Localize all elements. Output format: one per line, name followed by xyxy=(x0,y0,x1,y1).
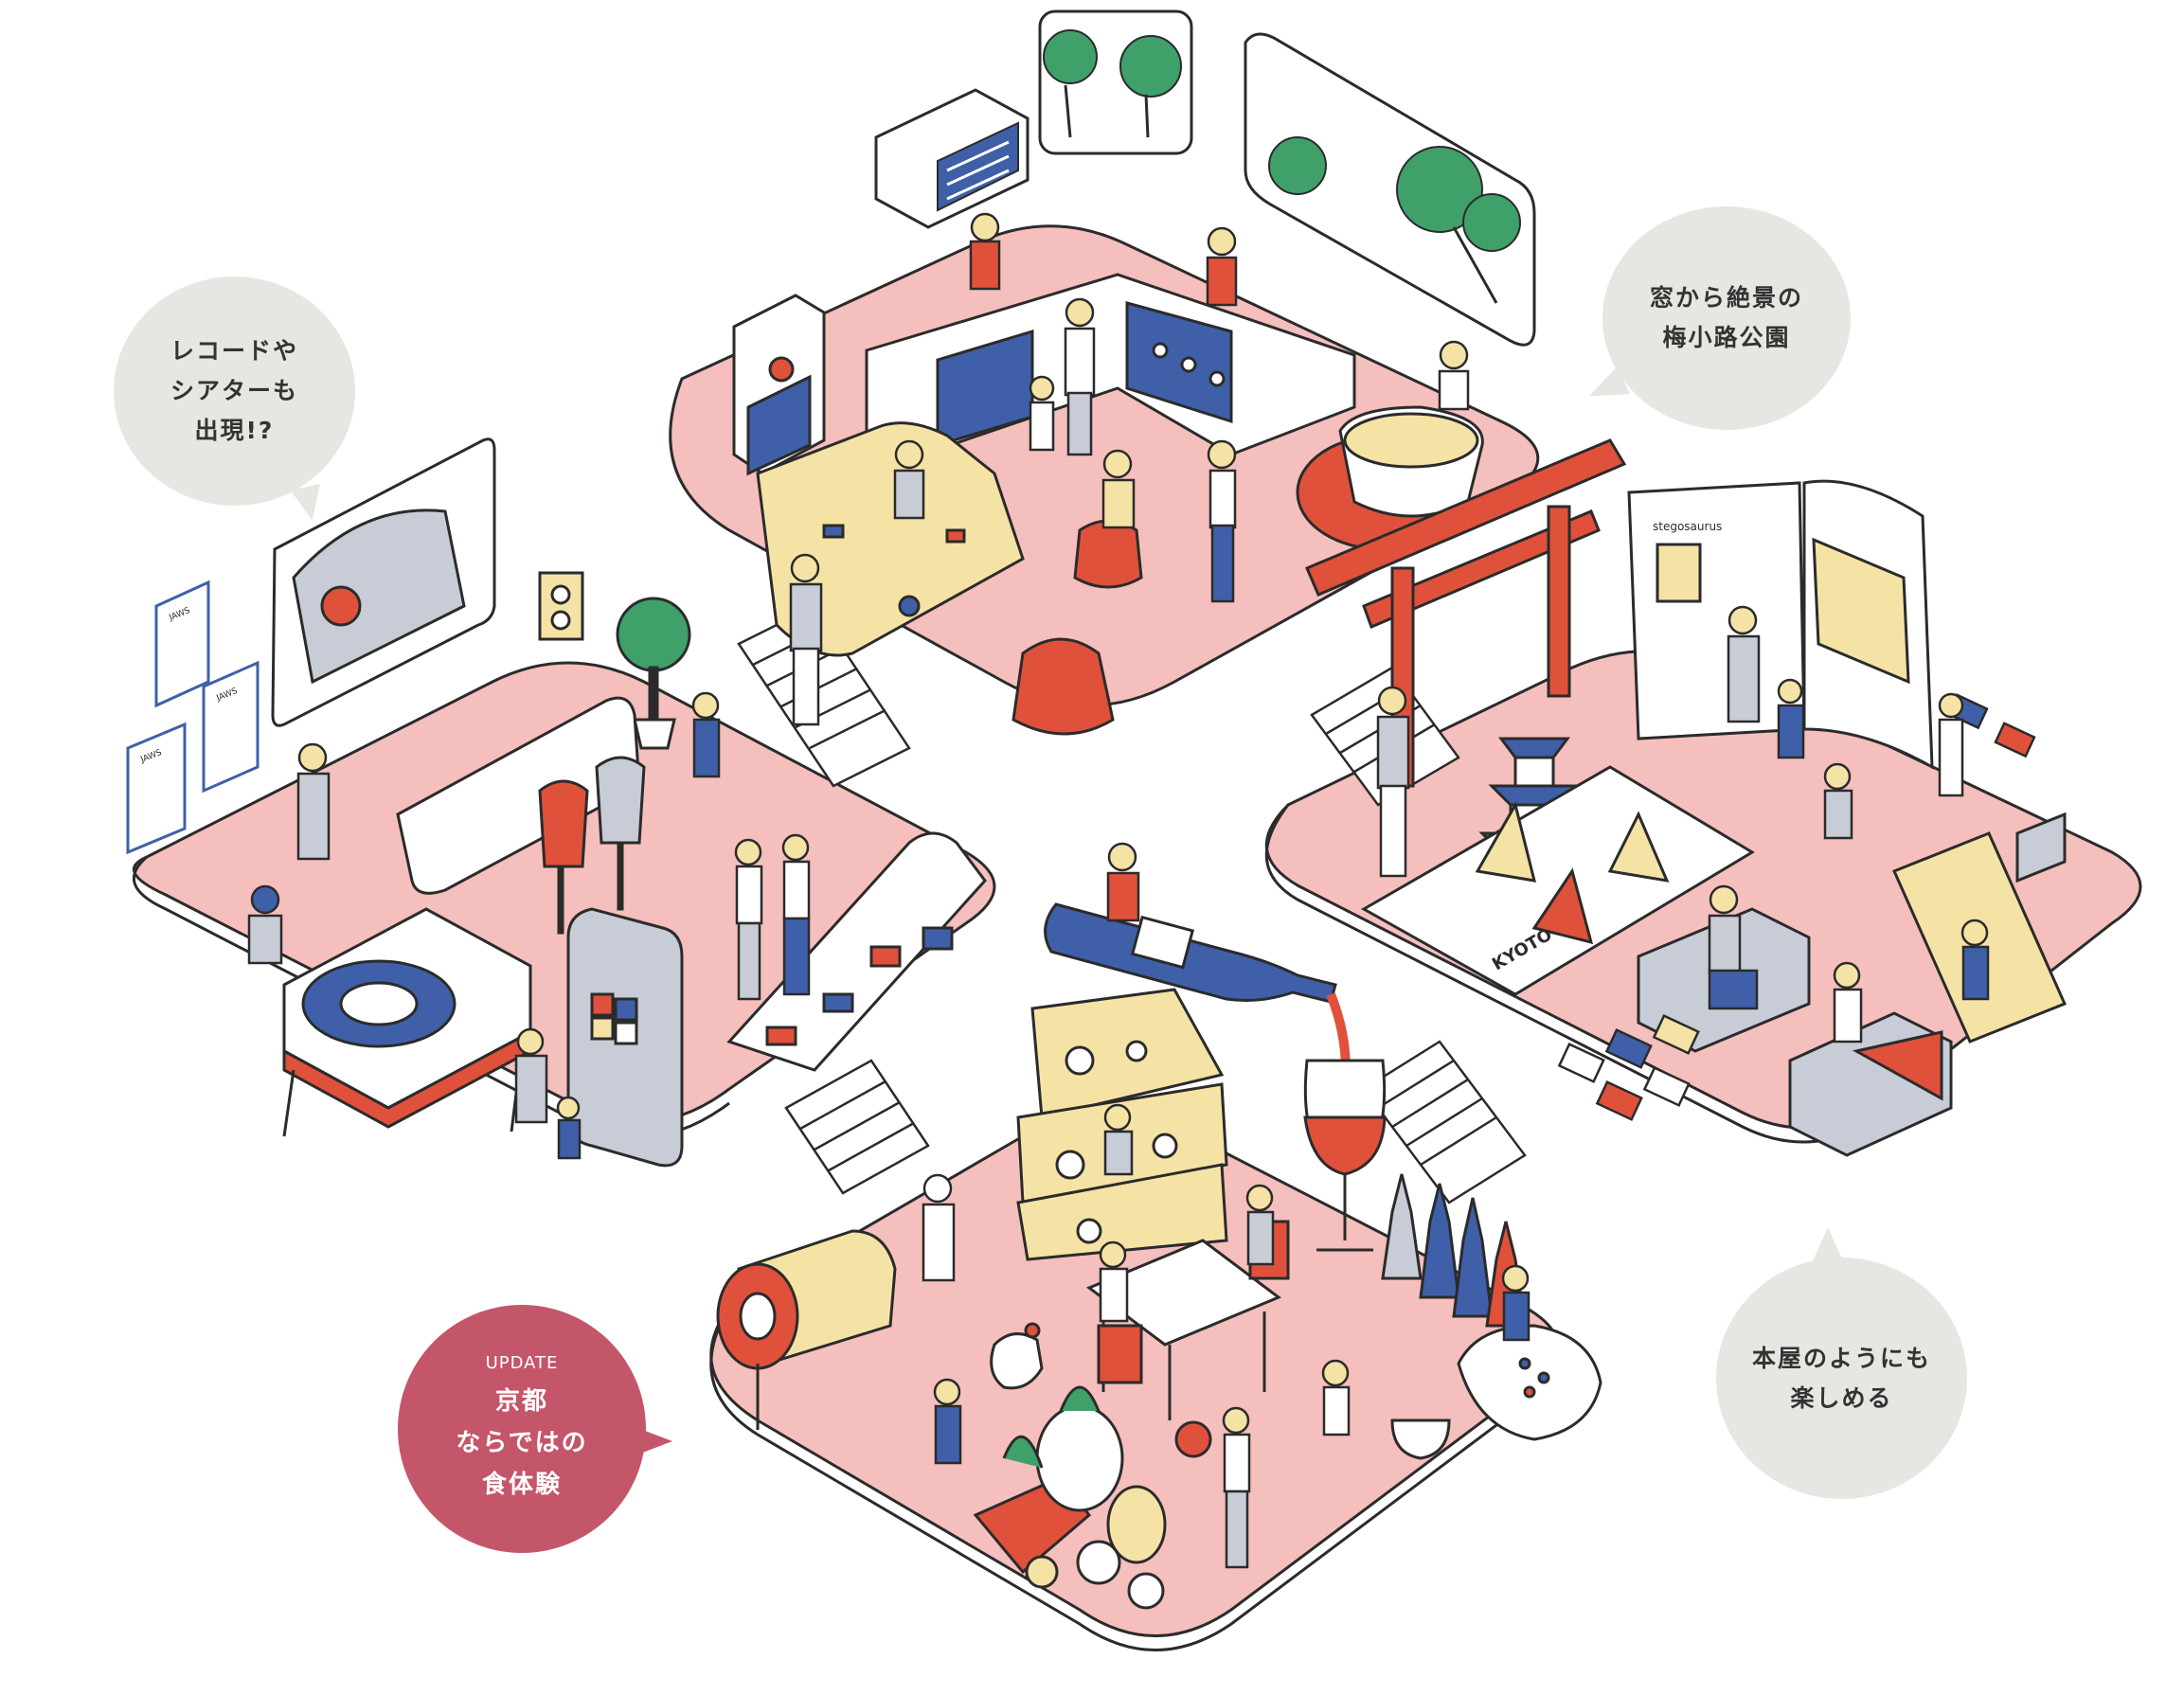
stairs-left-bottom xyxy=(784,1059,930,1195)
bubble-view-text: 窓から絶景の 梅小路公園 xyxy=(1649,284,1803,351)
poster-1 xyxy=(154,580,210,708)
display-shelf xyxy=(726,831,987,1072)
canele-pudding xyxy=(1011,519,1143,736)
window-left xyxy=(1038,9,1193,155)
sake-jug xyxy=(1390,1324,1602,1460)
bubble-tail xyxy=(633,1426,672,1456)
floor-books xyxy=(1557,693,2036,1121)
vegetables xyxy=(973,1385,1212,1610)
meat-roll xyxy=(716,1229,897,1430)
kyoto-map: KYOTO xyxy=(1360,765,1755,996)
speaker xyxy=(538,571,584,641)
smartphone-icon xyxy=(566,907,684,1168)
poster-3 xyxy=(126,722,187,855)
speech-bubble-view: 窓から絶景の 梅小路公園 xyxy=(1583,206,1851,430)
tree-icon xyxy=(616,597,691,750)
people-food xyxy=(922,842,1531,1569)
stairs xyxy=(737,604,1527,1204)
bubble-theater-text: レコードや シアターも 出現!? xyxy=(170,337,298,444)
tv-cabinet xyxy=(874,88,1029,229)
bubble-food-text: 京都 ならではの 食体験 xyxy=(456,1386,588,1499)
wine-bottle-icon xyxy=(1044,902,1351,1090)
screen xyxy=(271,437,496,727)
people-bookstore xyxy=(1376,605,1990,1044)
poster-2 xyxy=(202,660,260,794)
speech-bubble-food-update[interactable]: UPDATE 京都 ならではの 食体験 xyxy=(398,1305,672,1553)
posters: JAWS JAWS JAWS xyxy=(126,580,260,855)
bubble-tail xyxy=(1811,1227,1845,1265)
cafe-counter xyxy=(865,273,1356,476)
speech-bubble-theater: レコードや シアターも 出現!? xyxy=(114,277,355,524)
stairs-right-bottom xyxy=(1362,1040,1527,1204)
speech-bubble-books: 本屋のようにも 楽しめる xyxy=(1716,1227,1967,1499)
stacked-books xyxy=(1637,812,2067,1157)
book-title: stegosaurus xyxy=(1653,520,1722,533)
record-player-icon xyxy=(282,907,532,1137)
window-right xyxy=(1244,32,1536,347)
wine-glass xyxy=(1303,1059,1387,1252)
mannequins xyxy=(538,756,646,935)
chicken-icon xyxy=(990,1322,1044,1390)
bookshelf xyxy=(732,294,826,476)
people-theater xyxy=(247,691,811,1160)
bubble-books-text: 本屋のようにも 楽しめる xyxy=(1751,1344,1931,1412)
dining-table xyxy=(1086,1220,1290,1420)
update-badge: UPDATE xyxy=(485,1352,559,1373)
people-cafe xyxy=(789,212,1470,726)
giant-book: stegosaurus xyxy=(1627,479,1934,770)
